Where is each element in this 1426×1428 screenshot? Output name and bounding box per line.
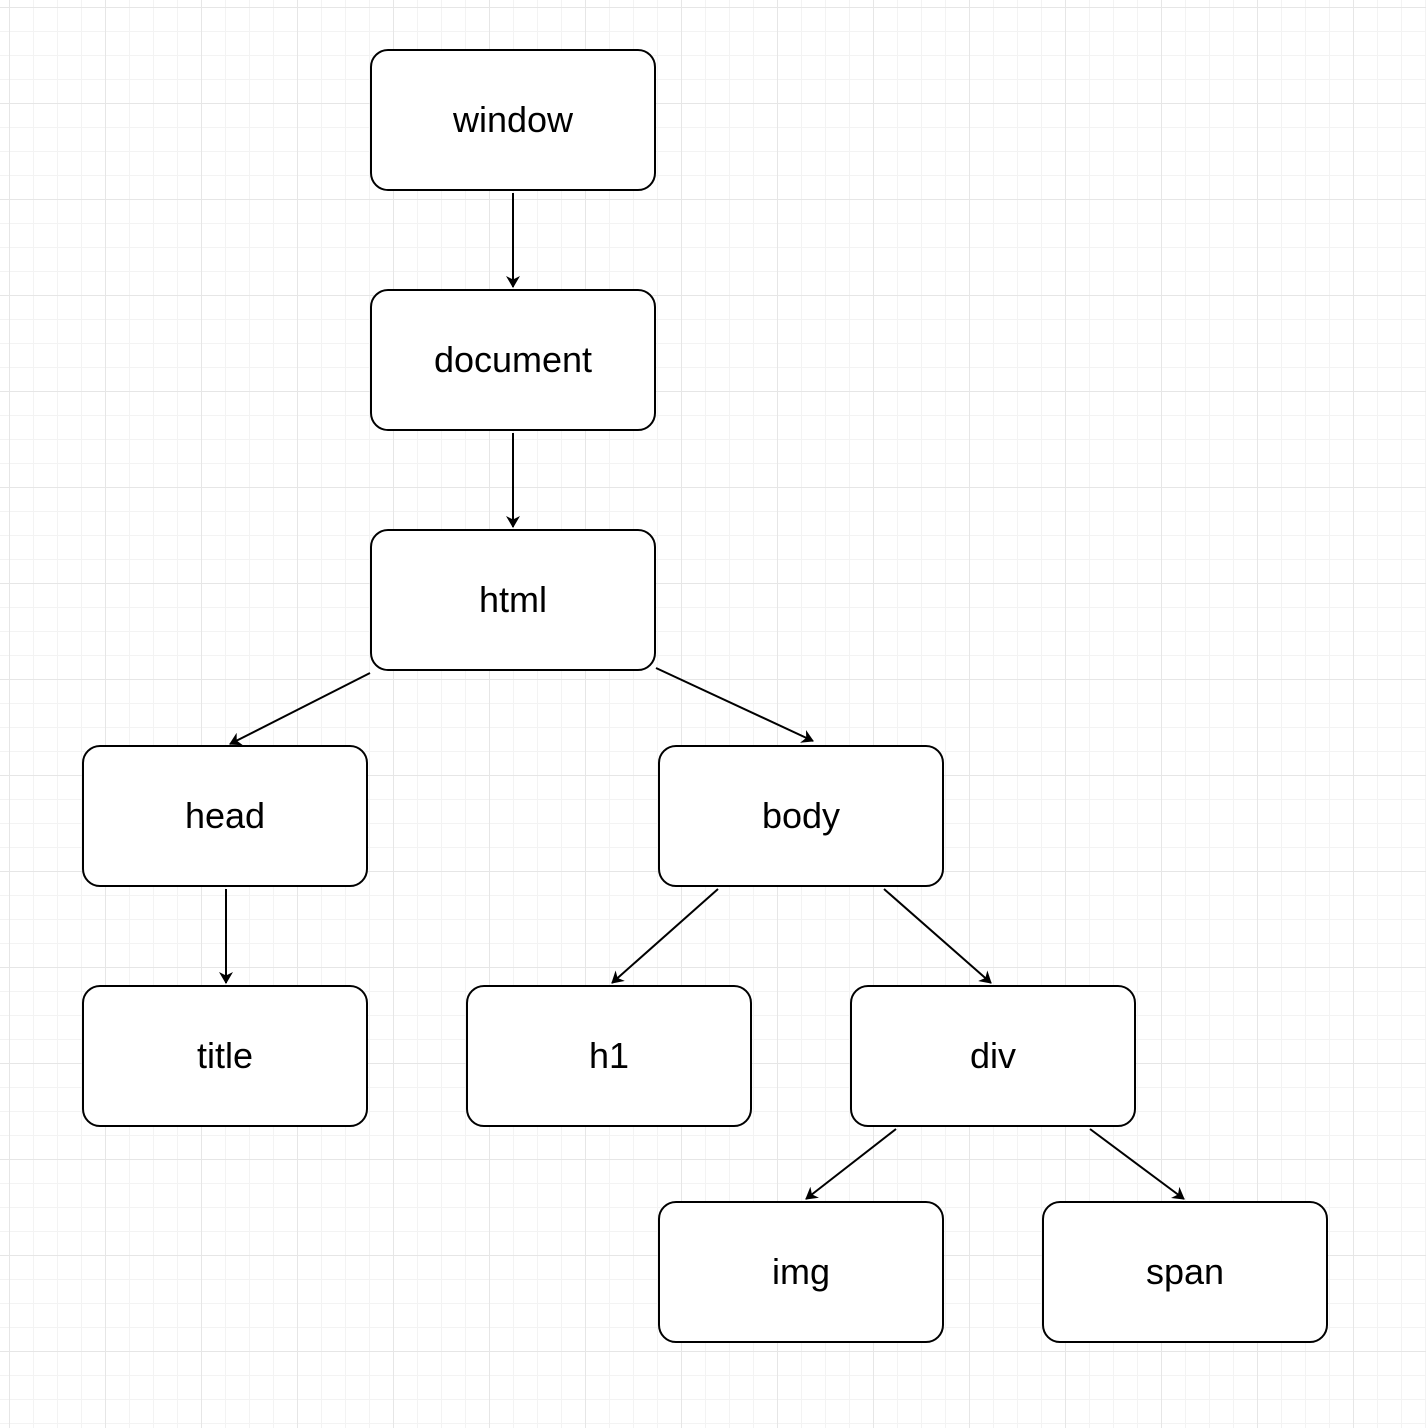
node-title[interactable]: title [82,985,368,1127]
edge-body-to-h1 [611,888,719,984]
node-h1[interactable]: h1 [466,985,752,1127]
edge-html-to-body [655,667,814,743]
node-label: h1 [588,1035,630,1076]
node-label: div [969,1035,1017,1076]
edge-div-to-span [1089,1128,1185,1200]
node-head[interactable]: head [82,745,368,887]
edge-div-to-img [805,1128,897,1200]
node-label: window [452,99,574,140]
edge-body-to-div [883,888,992,984]
node-img[interactable]: img [658,1201,944,1343]
node-window[interactable]: window [370,49,656,191]
node-label: img [771,1251,830,1292]
node-label: document [433,339,593,380]
node-label: head [184,795,266,836]
node-div[interactable]: div [850,985,1136,1127]
node-label: span [1145,1251,1225,1292]
node-document[interactable]: document [370,289,656,431]
edge-html-to-head [229,672,371,746]
node-label: title [196,1035,254,1076]
node-label: body [761,795,841,836]
node-html[interactable]: html [370,529,656,671]
node-span[interactable]: span [1042,1201,1328,1343]
node-label: html [478,579,547,620]
node-body[interactable]: body [658,745,944,887]
